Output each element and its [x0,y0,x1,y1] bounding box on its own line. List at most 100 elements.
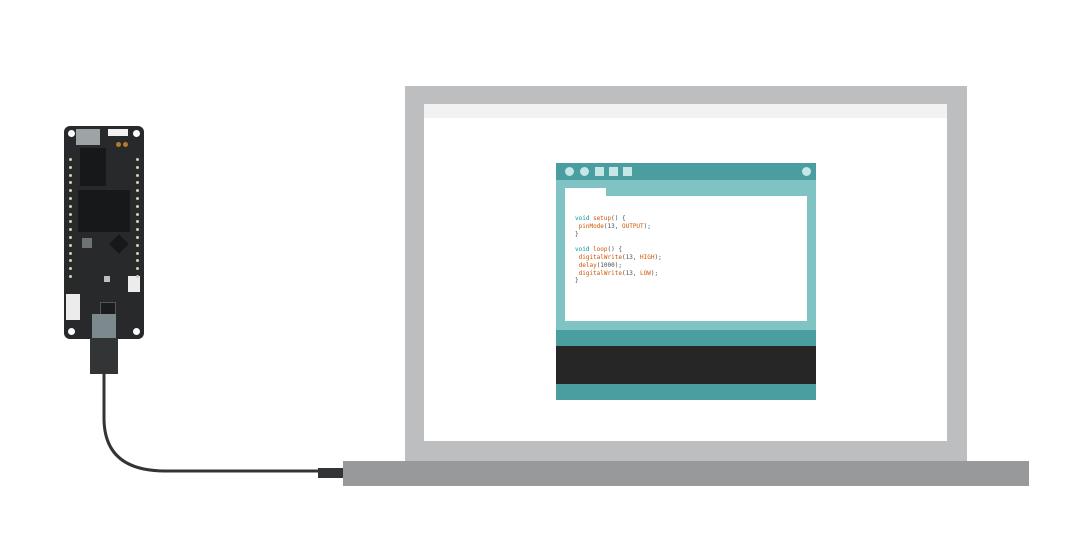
reset-button[interactable] [104,276,110,282]
code-text: void setup() { pinMode(13, OUTPUT); } vo… [575,215,662,285]
header-pin [69,259,72,263]
header-pin [136,173,139,177]
usb-plug-board-end [90,338,118,374]
led [123,142,128,147]
code-token: () { [607,246,622,254]
mounting-hole [68,328,75,335]
code-token: ); [650,269,659,277]
header-pin [136,158,139,161]
header-pin [69,251,72,255]
usb-connector [92,314,116,338]
header-pin [136,220,139,224]
search-icon[interactable] [802,167,811,176]
header-pin [69,189,72,193]
usb-plug-laptop-end [318,468,343,478]
code-line: void loop() { [575,246,622,253]
radio-module [80,148,106,186]
ide-status-bar [556,330,816,346]
header-pin [69,158,72,161]
code-token: LOW [640,269,651,277]
code-token: ); [654,253,662,261]
ide-toolbar [556,163,816,180]
header-pin [69,243,72,247]
code-token: loop [593,246,608,254]
code-token: digitalWrite [578,269,622,277]
label-sticker [108,129,128,136]
header-pin [136,275,139,278]
code-token: delay [578,261,597,269]
code-token: HIGH [640,253,655,261]
code-token: pinMode [578,222,604,230]
header-pin [136,243,139,247]
ide-console [556,346,816,384]
header-pin [69,236,72,239]
header-pin [136,267,139,271]
header-pin [136,165,139,169]
header-pin [69,204,72,208]
header-pin [136,236,139,239]
code-token: (1000); [596,261,622,269]
header-pin [69,228,72,232]
code-token: (13, [603,222,622,230]
header-pin [69,197,72,200]
ide-footer [556,384,816,400]
code-token: setup [593,215,612,222]
header-pin [136,212,139,216]
code-token: () { [611,215,626,222]
arduino-board [64,126,144,339]
led [116,142,121,147]
header-pin [136,189,139,193]
mounting-hole [133,328,140,335]
code-token: digitalWrite [578,253,622,261]
code-token: (13, [621,253,641,261]
header-pin [136,181,139,185]
screen-top-bar [424,104,947,118]
crystal [82,238,92,248]
laptop-base [343,461,1029,486]
mounting-hole [133,130,140,137]
code-token: void [575,215,594,222]
open-icon[interactable] [609,167,618,176]
sketch-tab[interactable] [565,188,606,196]
header-pin [69,267,72,271]
header-pin [136,197,139,200]
code-token: ); [643,222,651,230]
code-line: pinMode(13, OUTPUT); [575,223,651,230]
header-pin [69,165,72,169]
header-pin [136,251,139,255]
new-icon[interactable] [595,167,604,176]
code-token: void [575,246,594,254]
upload-icon[interactable] [580,167,589,176]
save-icon[interactable] [623,167,632,176]
ide-tab-strip [556,180,816,196]
main-chip [78,190,130,232]
arduino-ide-window: void setup() { pinMode(13, OUTPUT); } vo… [556,163,816,400]
code-token: (13, [621,269,641,277]
header-pin [69,212,72,216]
header-pin [136,259,139,263]
code-token: } [575,230,579,238]
code-editor[interactable]: void setup() { pinMode(13, OUTPUT); } vo… [565,196,807,321]
code-line: } [575,277,579,284]
code-line: digitalWrite(13, HIGH); [575,254,662,261]
header-pin [69,220,72,224]
code-line: delay(1000); [575,262,622,269]
code-line: void setup() { [575,215,626,222]
ic-chip [109,234,129,254]
verify-icon[interactable] [565,167,574,176]
code-token: } [575,277,579,285]
header-connector [66,294,80,320]
header-pin [136,204,139,208]
battery-connector [128,276,140,292]
header-pin [69,181,72,185]
header-pin [136,228,139,232]
header-pin [69,173,72,177]
header-pin [69,275,72,278]
code-line: } [575,231,579,238]
antenna-module [76,129,100,145]
code-line: digitalWrite(13, LOW); [575,269,659,277]
mounting-hole [68,130,75,137]
code-token: OUTPUT [621,222,644,230]
